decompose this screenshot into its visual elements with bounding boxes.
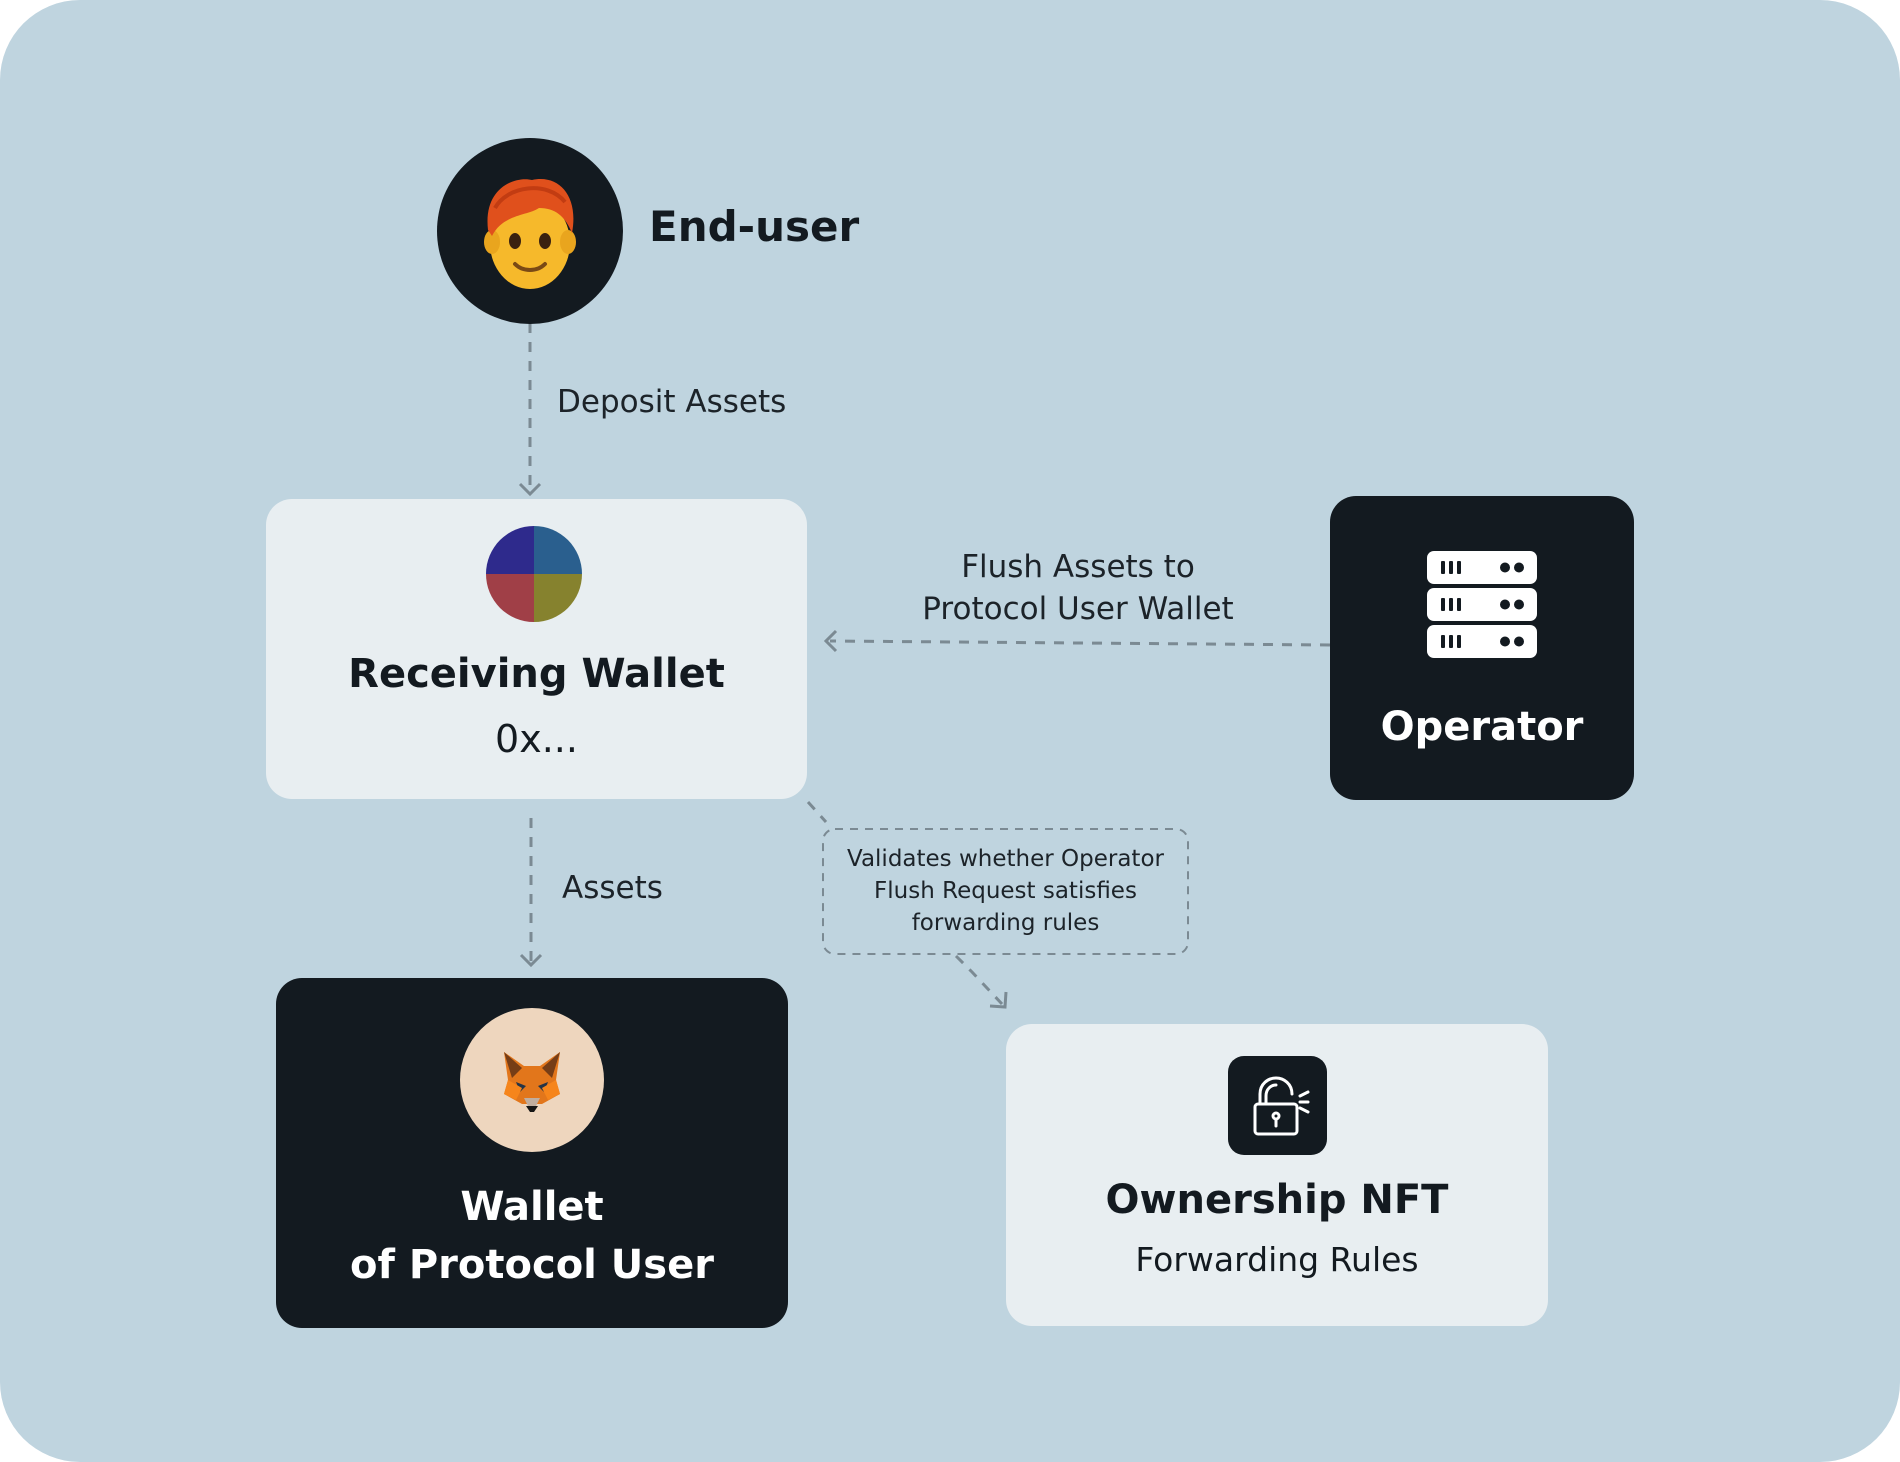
operator-node: Operator: [1330, 496, 1634, 800]
flush-arrowhead: [823, 629, 838, 653]
protocol-wallet-title-line2: of Protocol User: [350, 1242, 714, 1288]
validation-note-line3: forwarding rules: [911, 910, 1100, 936]
protocol-wallet-title: Wallet of Protocol User: [276, 1178, 788, 1294]
ownership-nft-subtitle: Forwarding Rules: [1135, 1240, 1419, 1279]
metamask-fox-icon: [460, 1008, 604, 1152]
assets-arrowhead: [519, 953, 543, 968]
flush-edge-label-line1: Flush Assets to: [961, 549, 1195, 585]
deposit-arrowhead: [518, 482, 542, 497]
protocol-wallet-title-line1: Wallet: [460, 1184, 604, 1230]
validation-note-line2: Flush Request satisfies: [874, 878, 1137, 904]
validate-edge-bottom: [954, 954, 1004, 1006]
end-user-node: [437, 138, 623, 324]
validation-note-box: [822, 828, 1189, 955]
validate-arrowhead: [989, 991, 1008, 1009]
flush-edge-label-line2: Protocol User Wallet: [922, 591, 1234, 627]
flush-edge-label: Flush Assets to Protocol User Wallet: [880, 546, 1276, 630]
ownership-nft-title: Ownership NFT: [1105, 1177, 1449, 1223]
receiving-wallet-address: 0x...: [495, 717, 578, 761]
receiving-wallet-node: Receiving Wallet 0x...: [266, 499, 807, 799]
operator-title: Operator: [1380, 704, 1584, 750]
assets-edge-label: Assets: [562, 870, 663, 906]
server-rack-icon: [1427, 551, 1537, 661]
wallet-identicon-icon: [486, 526, 582, 622]
receiving-wallet-title: Receiving Wallet: [348, 651, 725, 697]
protocol-wallet-node: Wallet of Protocol User: [276, 978, 788, 1328]
validation-note-line1: Validates whether Operator: [847, 846, 1164, 872]
end-user-label: End-user: [649, 202, 860, 251]
deposit-edge-label: Deposit Assets: [557, 384, 787, 420]
ownership-nft-node: Ownership NFT Forwarding Rules: [1006, 1024, 1548, 1326]
validation-note: Validates whether Operator Flush Request…: [823, 843, 1188, 939]
flush-edge: [829, 639, 1331, 647]
validate-edge-top: [806, 800, 828, 824]
unlocked-padlock-icon: [1228, 1056, 1327, 1155]
person-red-hair-icon: [437, 138, 623, 324]
